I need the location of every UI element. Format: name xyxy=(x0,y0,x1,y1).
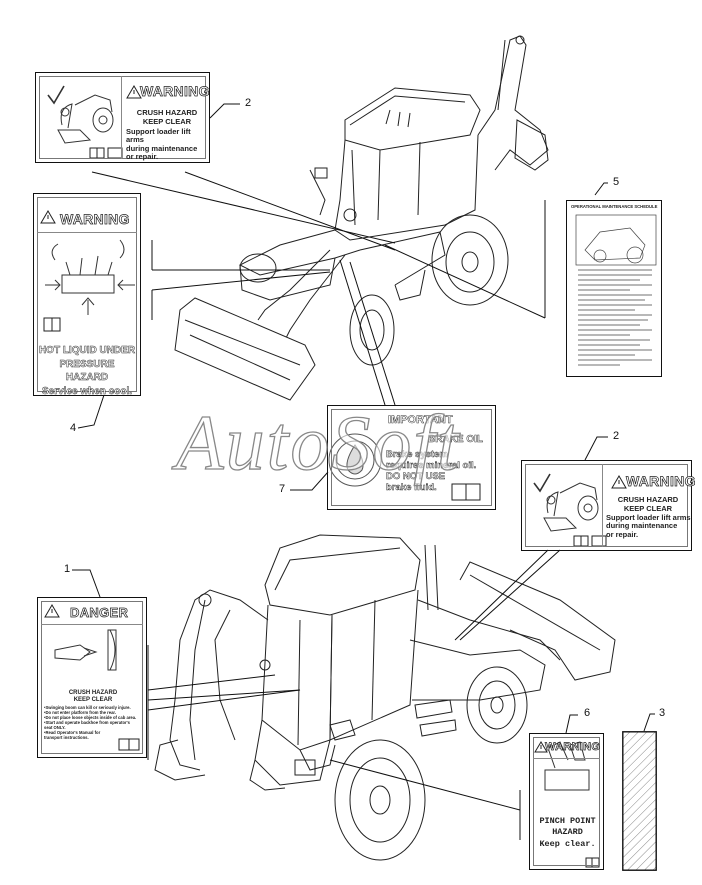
decal-maintenance-schedule: OPERATIONAL MAINTENANCE SCHEDULE xyxy=(566,200,662,377)
decal-crush-top-title: CRUSH HAZARD KEEP CLEAR xyxy=(136,108,198,126)
decal-danger-crush: DANGER CRUSH HAZARD KEEP CLEAR •Swinging… xyxy=(37,597,147,758)
warning-triangle-icon xyxy=(40,210,56,224)
hazard-pictogram-icon xyxy=(533,473,599,532)
callout-4: 4 xyxy=(70,422,77,434)
callout-2-top: 2 xyxy=(245,97,252,109)
decal-brake-title: BRAKE OIL xyxy=(428,434,484,445)
hazard-pictogram-icon xyxy=(544,741,590,791)
decal-danger-header: DANGER xyxy=(70,605,129,621)
backhoe-loader-top-drawing xyxy=(174,35,549,401)
maintenance-schedule-content xyxy=(575,214,657,366)
book-icon xyxy=(43,317,61,332)
warning-triangle-icon xyxy=(611,475,627,489)
decal-reflective-strip xyxy=(622,731,657,871)
decal-crush-top-body: Support loader lift arms during maintena… xyxy=(126,127,198,162)
decal-pinch-body: PINCH POINT HAZARD Keep clear. xyxy=(539,816,596,849)
hazard-pictogram-icon xyxy=(54,629,117,671)
decal-crush-mid-body: Support loader lift arms during maintena… xyxy=(606,513,691,539)
decal-crush-top-header: WARNING xyxy=(140,83,210,100)
warning-triangle-icon xyxy=(44,604,60,618)
callout-6: 6 xyxy=(584,707,591,719)
decal-hot-liquid-body: HOT LIQUID UNDER PRESSURE HAZARD Service… xyxy=(38,345,136,397)
callout-2-mid: 2 xyxy=(613,430,620,442)
warning-triangle-icon xyxy=(534,741,548,753)
callout-7: 7 xyxy=(279,483,286,495)
decal-crush-mid-header: WARNING xyxy=(626,473,696,490)
decal-maintenance-title: OPERATIONAL MAINTENANCE SCHEDULE xyxy=(571,205,658,209)
decal-pinch-header: WARNING xyxy=(545,741,601,754)
callout-3: 3 xyxy=(659,707,666,719)
decal-hot-liquid-header: WARNING xyxy=(60,211,130,228)
decal-danger-title: CRUSH HAZARD KEEP CLEAR xyxy=(68,690,118,703)
decal-pinch-point: WARNING PINCH POINT HAZARD Keep clear. xyxy=(529,733,604,870)
decal-crush-hazard-mid: WARNING CRUSH HAZARD KEEP CLEAR Support … xyxy=(521,460,696,551)
backhoe-loader-bottom-drawing xyxy=(154,534,616,861)
book-icon xyxy=(118,738,140,751)
hazard-pictogram-icon xyxy=(47,85,114,144)
decal-danger-body: •Swinging boom can kill or seriously inj… xyxy=(44,705,137,741)
decal-crush-mid-title: CRUSH HAZARD KEEP CLEAR xyxy=(617,495,679,513)
hazard-pictogram-icon xyxy=(45,239,135,315)
callout-1: 1 xyxy=(64,563,71,575)
leader-lines xyxy=(72,103,655,840)
warning-triangle-icon xyxy=(126,85,142,99)
brake-oil-drop-icon xyxy=(328,433,382,487)
decal-brake-body: Brake system requires mineral oil. DO NO… xyxy=(386,449,477,493)
decal-brake-oil: IMPORTANT BRAKE OIL Brake system require… xyxy=(327,405,496,510)
callout-5: 5 xyxy=(613,176,620,188)
watermark-text: AutoSoft xyxy=(175,398,461,486)
decal-hot-liquid: WARNING HOT LIQUID UNDER PRESSURE HAZARD… xyxy=(33,193,141,397)
book-icon xyxy=(451,483,481,501)
decal-crush-hazard-top: WARNING CRUSH HAZARD KEEP CLEAR Support … xyxy=(35,72,210,163)
decal-brake-header: IMPORTANT xyxy=(388,414,453,426)
